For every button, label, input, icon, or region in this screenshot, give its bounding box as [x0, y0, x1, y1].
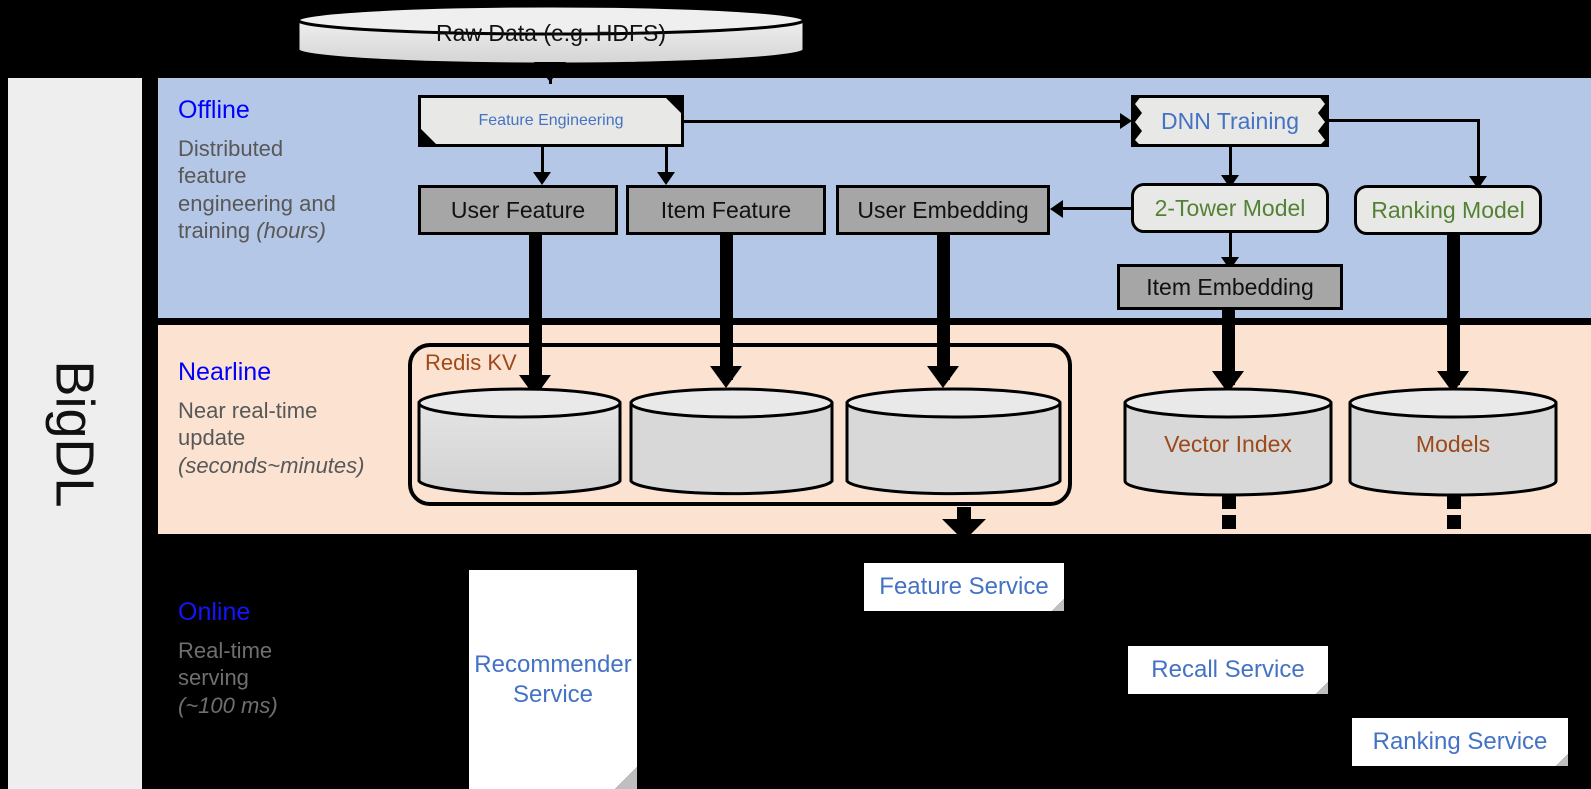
nearline-desc-l2: update [178, 425, 246, 451]
arrow-pipe-ranking-model [1437, 371, 1469, 393]
raw-data-cylinder: Raw Data (e.g. HDFS) [296, 4, 806, 66]
feature-service-body [864, 563, 1064, 611]
user-feature-node[interactable]: User Feature [418, 185, 618, 235]
feature-service-text: Feature Service [879, 573, 1049, 600]
recommender-service-node[interactable]: Recommender Service [469, 570, 637, 789]
conn-fe-dnn [684, 120, 1122, 123]
conn-2tower-itememb [1229, 233, 1232, 261]
arrow-fe-dnn [1120, 113, 1132, 129]
user-feature-label: User Feature [450, 196, 586, 223]
bigdl-rail: BigDL [8, 78, 142, 789]
recall-service-node[interactable]: Recall Service [1128, 646, 1328, 694]
user-embedding-label: User Embedding [857, 196, 1029, 223]
online-desc-l2: serving [178, 665, 249, 691]
conn-fe-itemfeature [665, 147, 668, 175]
nearline-desc-l1: Near real-time [178, 398, 318, 423]
pipe-ranking-model [1447, 235, 1460, 385]
nearline-desc: Near real-time update (seconds~minutes) [178, 397, 378, 479]
recommender-service-text: Recommender Service [469, 570, 637, 789]
item-feature-label: Item Feature [660, 196, 792, 223]
redis-kv-group [408, 343, 1072, 506]
feature-engineering-label: Feature Engineering [421, 98, 681, 144]
conn-fe-userfeature [541, 147, 544, 175]
pipe-item-embedding [1222, 310, 1235, 385]
two-tower-model-label: 2-Tower Model [1154, 194, 1306, 221]
user-embedding-node[interactable]: User Embedding [836, 185, 1050, 235]
vector-index-cylinder[interactable]: Vector Index [1123, 387, 1333, 497]
two-tower-model-node[interactable]: 2-Tower Model [1131, 183, 1329, 233]
offline-desc-l3: engineering and [178, 190, 336, 216]
nearline-desc-italic: (seconds~minutes) [178, 452, 365, 478]
item-embedding-node[interactable]: Item Embedding [1117, 264, 1343, 310]
offline-caption: Offline Distributed feature engineering … [178, 96, 378, 244]
recommender-service-label-l2: Service [512, 680, 594, 708]
online-desc-italic: (~100 ms) [178, 692, 278, 718]
arrow-rawdata-fe [534, 62, 566, 82]
dnn-training-inner: DNN Training [1134, 98, 1326, 144]
offline-desc-l4-text: training [178, 217, 257, 243]
nearline-caption: Nearline Near real-time update (seconds~… [178, 358, 378, 479]
arrow-pipe-user-embedding [927, 366, 959, 388]
arrow-pipe-item-embedding [1212, 371, 1244, 393]
item-embedding-label: Item Embedding [1146, 273, 1314, 300]
dash-vector-index-1 [1222, 495, 1236, 509]
dash-redis-feature-service [957, 507, 971, 521]
ranking-model-label: Ranking Model [1371, 196, 1525, 223]
bigdl-text: BigDL [45, 359, 106, 508]
online-desc-l1: Real-time [178, 638, 273, 663]
online-caption: Online Real-time serving (~100 ms) [178, 598, 378, 719]
dnn-training-node[interactable]: DNN Training [1131, 95, 1329, 147]
offline-desc-l4: training (hours) [178, 217, 378, 244]
item-feature-node[interactable]: Item Feature [626, 185, 826, 235]
arrow-fe-userfeature [533, 172, 551, 185]
recommender-service-body [469, 570, 637, 789]
ranking-service-text: Ranking Service [1372, 728, 1548, 755]
redis-kv-label: Redis KV [425, 350, 517, 375]
offline-desc-l1: Distributed [178, 136, 284, 161]
arrow-fe-itemfeature [657, 172, 675, 185]
dash-models-1 [1447, 495, 1461, 509]
user-embedding-store-cylinder[interactable] [845, 387, 1062, 497]
dnn-training-label: DNN Training [1160, 107, 1300, 134]
recall-service-body [1128, 646, 1328, 694]
dash-models-2 [1447, 515, 1461, 529]
raw-data-label: Raw Data (e.g. HDFS) [435, 20, 667, 46]
conn-2tower-userembedding [1063, 207, 1133, 210]
conn-dnn-ranking-h [1326, 119, 1479, 122]
ranking-service-body [1352, 718, 1568, 766]
conn-dnn-ranking-v [1477, 119, 1480, 181]
feature-service-node[interactable]: Feature Service [864, 563, 1064, 611]
nearline-title: Nearline [178, 358, 272, 386]
ranking-service-node[interactable]: Ranking Service [1352, 718, 1568, 766]
dash-vector-index-2 [1222, 515, 1236, 529]
offline-title: Offline [178, 96, 250, 124]
offline-desc-l2: feature [178, 163, 247, 189]
arrow-pipe-item-feature [710, 366, 742, 388]
vector-index-label: Vector Index [1164, 431, 1292, 457]
models-cylinder[interactable]: Models [1348, 387, 1558, 497]
arrow-redis-feature-service [942, 519, 986, 541]
arrow-2tower-userembedding [1050, 200, 1063, 218]
online-title: Online [178, 598, 251, 626]
item-feature-store-cylinder[interactable] [629, 387, 834, 497]
models-label: Models [1415, 431, 1491, 457]
conn-dnn-2tower [1229, 147, 1232, 179]
pipe-user-feature [529, 235, 542, 390]
offline-desc: Distributed feature engineering and trai… [178, 135, 378, 244]
online-desc: Real-time serving (~100 ms) [178, 637, 378, 719]
recall-service-text: Recall Service [1151, 656, 1305, 683]
ranking-model-node[interactable]: Ranking Model [1354, 185, 1542, 235]
feature-engineering-node[interactable]: Feature Engineering [418, 95, 684, 147]
bigdl-rail-label: BigDL [8, 78, 142, 789]
user-feature-store-cylinder[interactable] [417, 387, 622, 497]
offline-desc-italic: (hours) [256, 217, 326, 243]
recommender-service-label-l1: Recommender [474, 650, 632, 678]
